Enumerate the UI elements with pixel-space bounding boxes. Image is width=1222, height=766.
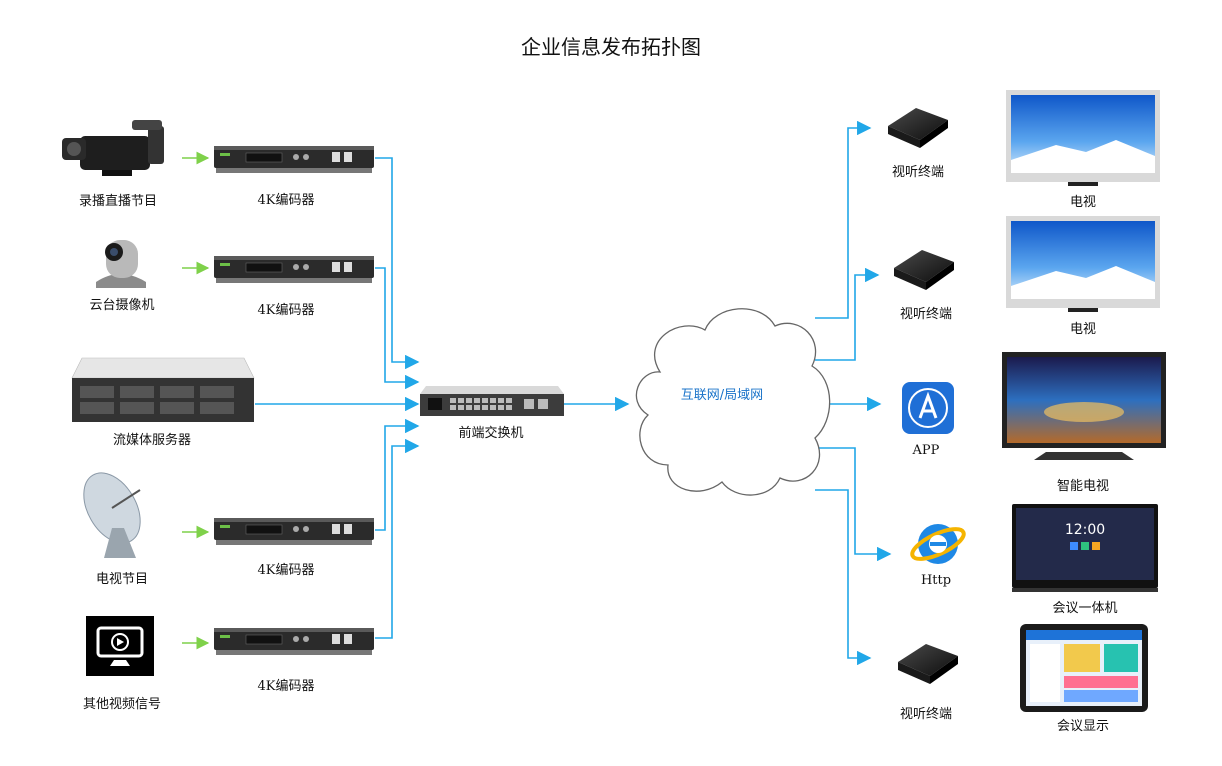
display-label-4: 会议一体机 (1052, 601, 1117, 616)
video-camera-icon (62, 120, 164, 176)
display-label-2: 电视 (1070, 322, 1096, 337)
encoder-1 (213, 145, 375, 174)
meeting-panel-time: 12:00 (1065, 522, 1105, 538)
endpoint-label-2: 视听终端 (900, 306, 952, 322)
rack-server-icon (71, 357, 255, 422)
meeting-panel-icon: 12:00 (1012, 504, 1158, 592)
cloud-icon (635, 308, 831, 496)
ptz-camera-icon (96, 240, 146, 288)
endpoint-label-4: Http (921, 573, 951, 588)
encoder-3 (213, 517, 375, 546)
source-label-5: 其他视频信号 (83, 697, 161, 712)
link-encoder2-switch (375, 267, 420, 390)
tv-icon-2 (1006, 216, 1160, 312)
internet-explorer-icon (910, 524, 966, 564)
endpoint-label-5: 视听终端 (900, 706, 952, 722)
app-store-icon (902, 382, 954, 434)
input-arrows (182, 151, 210, 650)
source-label-2: 云台摄像机 (89, 298, 154, 313)
source-label-4: 电视节目 (96, 572, 148, 587)
source-label-3: 流媒体服务器 (113, 432, 191, 448)
display-label-1: 电视 (1070, 195, 1096, 210)
cloud-label: 互联网/局域网 (681, 388, 763, 403)
link-encoder4-switch (375, 438, 420, 639)
set-top-box-1 (888, 108, 948, 148)
video-signal-icon (86, 616, 154, 676)
endpoint-label-1: 视听终端 (892, 164, 944, 180)
link-cloud-endpoint3 (815, 489, 872, 666)
connection-lines (255, 120, 892, 666)
smart-tv-icon (1002, 352, 1166, 460)
encoder-label-4: 4K编码器 (258, 679, 315, 694)
encoder-2 (213, 255, 375, 284)
encoder-label-3: 4K编码器 (258, 563, 315, 578)
link-cloud-endpoint1 (815, 120, 872, 319)
tv-icon-1 (1006, 90, 1160, 186)
set-top-box-2 (894, 250, 954, 290)
endpoint-label-3: APP (912, 443, 940, 458)
set-top-box-3 (898, 644, 958, 684)
link-cloud-endpoint2 (815, 267, 880, 361)
display-label-3: 智能电视 (1057, 479, 1109, 494)
tablet-display-icon (1020, 624, 1148, 712)
link-cloud-http (815, 447, 892, 562)
encoder-label-1: 4K编码器 (258, 193, 315, 208)
link-encoder1-switch (375, 157, 420, 370)
satellite-dish-icon (83, 472, 141, 558)
switch-label: 前端交换机 (458, 425, 523, 441)
diagram-title: 企业信息发布拓扑图 (521, 35, 701, 59)
link-encoder3-switch (375, 418, 420, 531)
network-switch-icon (420, 386, 564, 416)
encoder-label-2: 4K编码器 (258, 303, 315, 318)
display-label-5: 会议显示 (1057, 719, 1109, 734)
encoder-4 (213, 627, 375, 656)
source-label-1: 录播直播节目 (79, 194, 157, 209)
